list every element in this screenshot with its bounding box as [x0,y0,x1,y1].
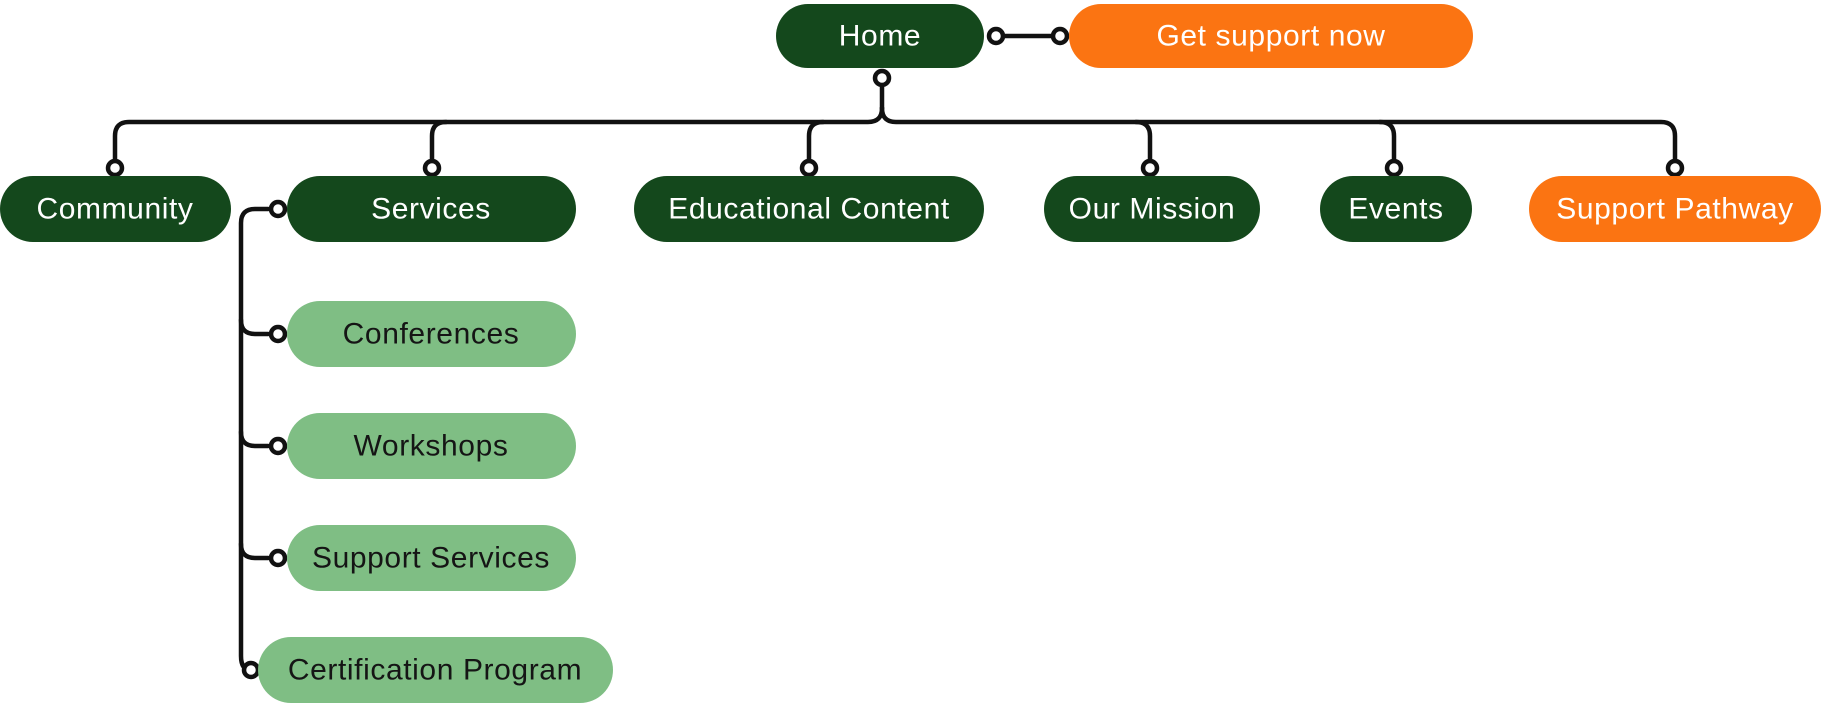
edge-drop-services [429,119,449,162]
node-community-pill[interactable] [0,176,231,242]
node-support-pathway-label: Support Pathway [1556,193,1793,226]
node-our-mission[interactable]: Our Mission [1044,176,1260,242]
node-events[interactable]: Events [1320,176,1472,242]
node-our-mission-pill[interactable] [1044,176,1260,242]
node-support-pathway[interactable]: Support Pathway [1529,176,1821,242]
edge-home-fork-right [879,105,1678,162]
dot-workshops-left [268,436,288,456]
node-get-support-now[interactable]: Get support now [1069,4,1473,68]
node-conferences-label: Conferences [343,318,520,351]
dot-services-top [422,158,442,178]
dot-community-top [105,158,125,178]
node-workshops-label: Workshops [354,430,509,463]
dot-services-left [268,199,288,219]
edge-home-fork-left [112,105,885,162]
node-support-services[interactable]: Support Services [287,525,576,591]
dot-conferences-left [268,324,288,344]
node-educational-content[interactable]: Educational Content [634,176,984,242]
node-services-label: Services [371,193,491,226]
edge-drop-educational-content [806,119,826,162]
node-get-support-now-pill[interactable] [1069,4,1473,68]
dot-home-right [986,26,1006,46]
dot-support-pathway-top [1665,158,1685,178]
edge-elbow-conferences [238,317,271,337]
node-community-label: Community [36,193,193,226]
node-support-pathway-pill[interactable] [1529,176,1821,242]
node-home-pill[interactable] [776,4,984,68]
edge-elbow-workshops [238,429,271,449]
dot-educational-content-top [799,158,819,178]
node-educational-content-label: Educational Content [668,193,950,226]
dot-home-bottom [872,68,892,88]
node-workshops[interactable]: Workshops [287,413,576,479]
node-community[interactable]: Community [0,176,231,242]
edge-drop-our-mission [1133,119,1153,162]
edge-elbow-support-services [238,541,271,561]
node-conferences-pill[interactable] [287,301,576,367]
node-educational-content-pill[interactable] [634,176,984,242]
node-events-label: Events [1348,193,1443,226]
node-certification-program-label: Certification Program [288,654,582,687]
node-support-services-label: Support Services [312,542,550,575]
node-services-pill[interactable] [287,176,576,242]
node-home-label: Home [839,20,921,53]
connector-dots [105,26,1685,680]
dot-our-mission-top [1140,158,1160,178]
node-home[interactable]: Home [776,4,984,68]
node-workshops-pill[interactable] [287,413,576,479]
node-support-services-pill[interactable] [287,525,576,591]
dot-certification-program-left [241,660,261,680]
node-conferences[interactable]: Conferences [287,301,576,367]
dot-support-services-left [268,548,288,568]
node-our-mission-label: Our Mission [1069,193,1236,226]
dot-get-support-left [1050,26,1070,46]
node-certification-program-pill[interactable] [258,637,613,703]
node-certification-program[interactable]: Certification Program [258,637,613,703]
node-services[interactable]: Services [287,176,576,242]
edge-drop-events [1377,119,1397,162]
node-get-support-now-label: Get support now [1156,20,1385,53]
node-events-pill[interactable] [1320,176,1472,242]
dot-events-top [1384,158,1404,178]
